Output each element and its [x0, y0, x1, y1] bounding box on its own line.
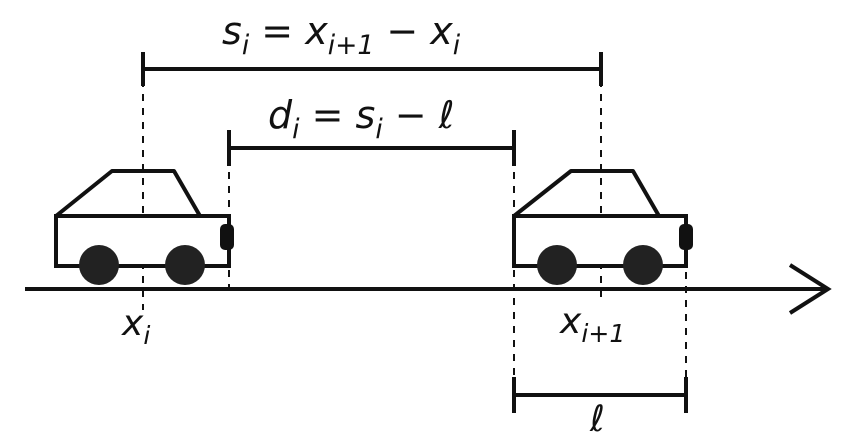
position-label-xi1: xi+1: [560, 301, 626, 349]
headway-bracket: [141, 52, 603, 86]
position-label-xi: xi: [122, 303, 151, 351]
car-right-icon: [512, 169, 693, 285]
gap-equation: di = si − ℓ: [268, 93, 455, 145]
vehicle-length-label: ℓ: [590, 399, 605, 440]
length-bracket: [512, 377, 688, 413]
axis-arrowhead: [788, 263, 832, 315]
gap-bracket: [227, 130, 516, 166]
car-left-icon: [54, 169, 234, 285]
headway-equation: si = xi+1 − xi: [222, 9, 461, 61]
